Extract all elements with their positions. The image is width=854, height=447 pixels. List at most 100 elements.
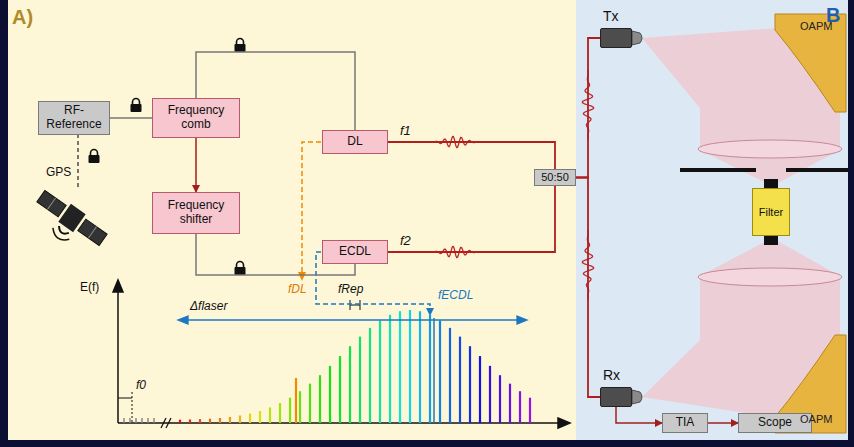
laser-span-arrow — [178, 316, 527, 324]
comb-tooth — [279, 403, 281, 423]
comb-tooth — [499, 375, 501, 423]
comb-teeth — [124, 310, 530, 423]
connector — [576, 178, 600, 398]
comb-tooth — [129, 418, 131, 423]
laser-box: ECDL — [322, 240, 388, 264]
comb-tooth — [529, 398, 531, 423]
connector — [616, 407, 662, 423]
frequency-label: fDL — [288, 283, 307, 296]
connector — [388, 186, 555, 252]
satellite — [27, 187, 110, 260]
comb-tooth — [369, 328, 371, 423]
edge-label: f2 — [400, 234, 411, 248]
comb-tooth — [489, 366, 491, 423]
comb-tooth — [309, 384, 311, 423]
comb-tooth — [141, 418, 143, 423]
comb-tooth — [289, 398, 291, 423]
reference-box: RF- Reference — [38, 101, 110, 135]
comb-tooth — [189, 419, 191, 423]
lock-icon — [129, 99, 143, 112]
amplifier-box: TIA — [662, 413, 708, 433]
comb-tooth — [319, 375, 321, 423]
panel-b — [576, 0, 848, 440]
comb-tooth — [219, 418, 221, 423]
shifter-box: Frequency shifter — [152, 192, 240, 234]
comb-tooth — [249, 414, 251, 423]
receiver-device: Rx — [600, 387, 632, 407]
connector — [195, 138, 197, 192]
comb-tooth — [409, 310, 411, 423]
dl-pointer — [302, 142, 321, 276]
connector — [110, 117, 152, 119]
lens — [698, 140, 842, 286]
spectrum-axes — [113, 280, 570, 428]
comb-tooth — [329, 366, 331, 423]
comb-tooth — [179, 420, 181, 423]
frequency-label: Δflaser — [190, 300, 227, 313]
frequency-label: fRep — [338, 283, 363, 296]
frequency-label: f0 — [136, 379, 146, 392]
ecdl-line — [433, 318, 435, 423]
node-text: Tx — [603, 8, 619, 24]
ecdl-pointer-head — [426, 308, 434, 316]
node-text: 50:50 — [541, 171, 569, 184]
offset-marker — [118, 392, 132, 422]
connector — [708, 422, 738, 424]
comb-tooth — [199, 419, 201, 423]
comb-tooth — [419, 311, 421, 423]
axis-label: E(f) — [80, 281, 99, 294]
comb-tooth — [429, 315, 431, 423]
node-text: ECDL — [339, 245, 371, 259]
connector — [388, 142, 555, 169]
edge-label: f1 — [400, 124, 411, 138]
panel-a — [8, 0, 576, 440]
mirror-label: OAPM — [800, 20, 832, 32]
node-text: Frequency shifter — [156, 199, 236, 227]
node-text: Scope — [758, 416, 792, 430]
axis-break — [161, 418, 171, 428]
coupler-box: 50:50 — [534, 169, 576, 186]
lock-icon — [233, 262, 247, 276]
gps-label: GPS — [46, 166, 71, 179]
node-text: DL — [347, 135, 362, 149]
rep-marker — [350, 300, 360, 310]
comb-tooth — [449, 328, 451, 423]
comb-tooth — [269, 407, 271, 423]
dl-pointer-head — [298, 272, 306, 281]
comb-tooth — [379, 320, 381, 423]
comb-tooth — [209, 419, 211, 423]
comb-tooth — [389, 315, 391, 423]
comb-tooth — [509, 384, 511, 423]
lock-icons — [87, 39, 247, 276]
comb-tooth — [469, 346, 471, 423]
aperture-plate — [680, 168, 848, 245]
node-text: Rx — [603, 367, 620, 383]
comb-tooth — [459, 337, 461, 423]
gps-link — [78, 134, 79, 190]
node-text: TIA — [676, 416, 695, 430]
comb-tooth — [339, 356, 341, 423]
comb-tooth — [519, 391, 521, 423]
laser-box: DL — [322, 130, 388, 154]
connector — [576, 38, 600, 178]
node-text: Frequency comb — [156, 104, 236, 132]
comb-tooth — [147, 418, 149, 423]
lock-icon — [87, 150, 101, 164]
comb-tooth — [399, 311, 401, 423]
frequency-label: fECDL — [438, 289, 473, 302]
comb-tooth — [299, 391, 301, 423]
dl-line — [295, 378, 297, 423]
comb-tooth — [349, 346, 351, 423]
antenna-lens — [632, 31, 642, 404]
beam-path — [642, 28, 840, 418]
comb-tooth — [479, 356, 481, 423]
comb-tooth — [439, 320, 441, 423]
mirror-label: OAPM — [800, 413, 832, 425]
comb-tooth — [153, 418, 155, 423]
comb-box: Frequency comb — [152, 98, 240, 138]
comb-tooth — [135, 418, 137, 423]
comb-tooth — [229, 417, 231, 423]
